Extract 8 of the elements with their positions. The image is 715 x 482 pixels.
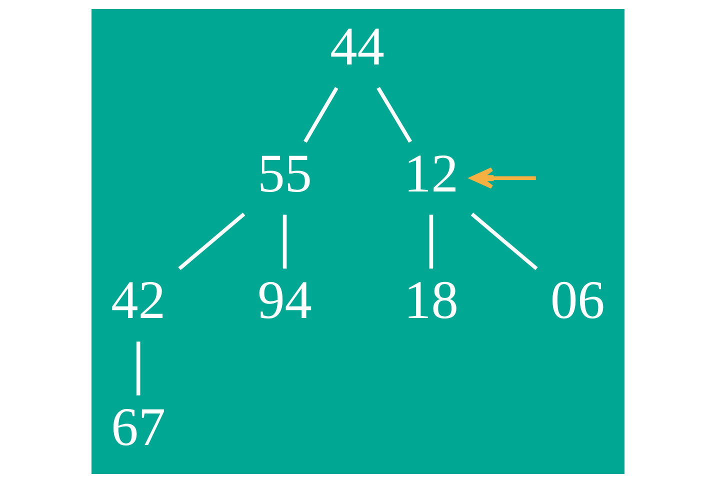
node-text: 06 [550,270,604,330]
node-text: 67 [110,396,166,457]
node-text: 55 [257,142,312,203]
node-text: 94 [257,270,312,330]
node-text: 18 [404,270,458,330]
node-text: 44 [330,16,384,76]
node-text: 42 [110,270,166,330]
node-text: 12 [404,142,458,203]
